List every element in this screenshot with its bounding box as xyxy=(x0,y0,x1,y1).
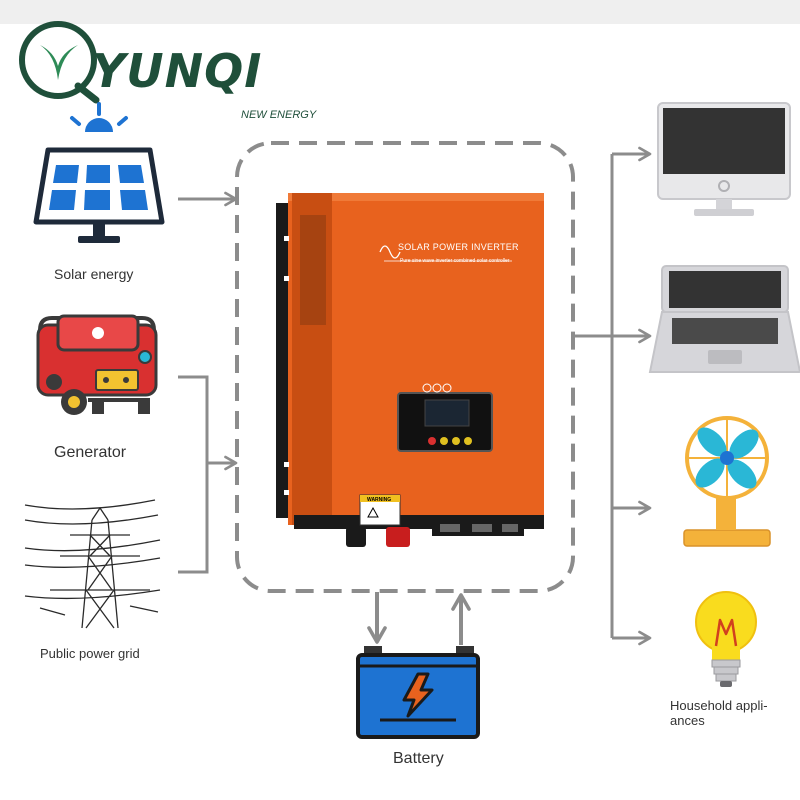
inverter-title: SOLAR POWER INVERTER xyxy=(398,242,519,252)
generator-label: Generator xyxy=(54,444,127,461)
inverter-subtitle: Pure sine wave inverter combined solar c… xyxy=(400,258,510,264)
monitor-icon xyxy=(657,102,791,216)
output-arrows xyxy=(573,146,652,646)
input-arrows xyxy=(178,191,238,574)
solar-energy-label: Solar energy xyxy=(54,266,134,282)
generator-grid-bracket xyxy=(178,375,209,574)
generator-icon xyxy=(36,314,158,415)
warning-label: WARNING xyxy=(367,497,391,503)
power-grid-icon xyxy=(24,499,161,629)
light-bulb-icon xyxy=(695,591,757,687)
inverter-device xyxy=(276,193,544,547)
brand-tagline: NEW ENERGY xyxy=(241,109,317,121)
laptop-icon xyxy=(648,265,800,373)
brand-logo-icon xyxy=(19,21,100,104)
inverter-boundary xyxy=(235,141,575,593)
solar-panel-icon xyxy=(33,102,165,243)
battery-icon xyxy=(356,646,480,739)
battery-label: Battery xyxy=(393,750,444,767)
fan-icon xyxy=(683,416,771,547)
battery-arrows xyxy=(367,592,471,645)
inverter-lcd xyxy=(424,399,470,427)
household-appliances-label: Household appli- ances xyxy=(670,698,768,728)
power-grid-label: Public power grid xyxy=(40,646,140,661)
top-band xyxy=(0,0,800,24)
brand-name: YUNQI xyxy=(92,44,263,98)
